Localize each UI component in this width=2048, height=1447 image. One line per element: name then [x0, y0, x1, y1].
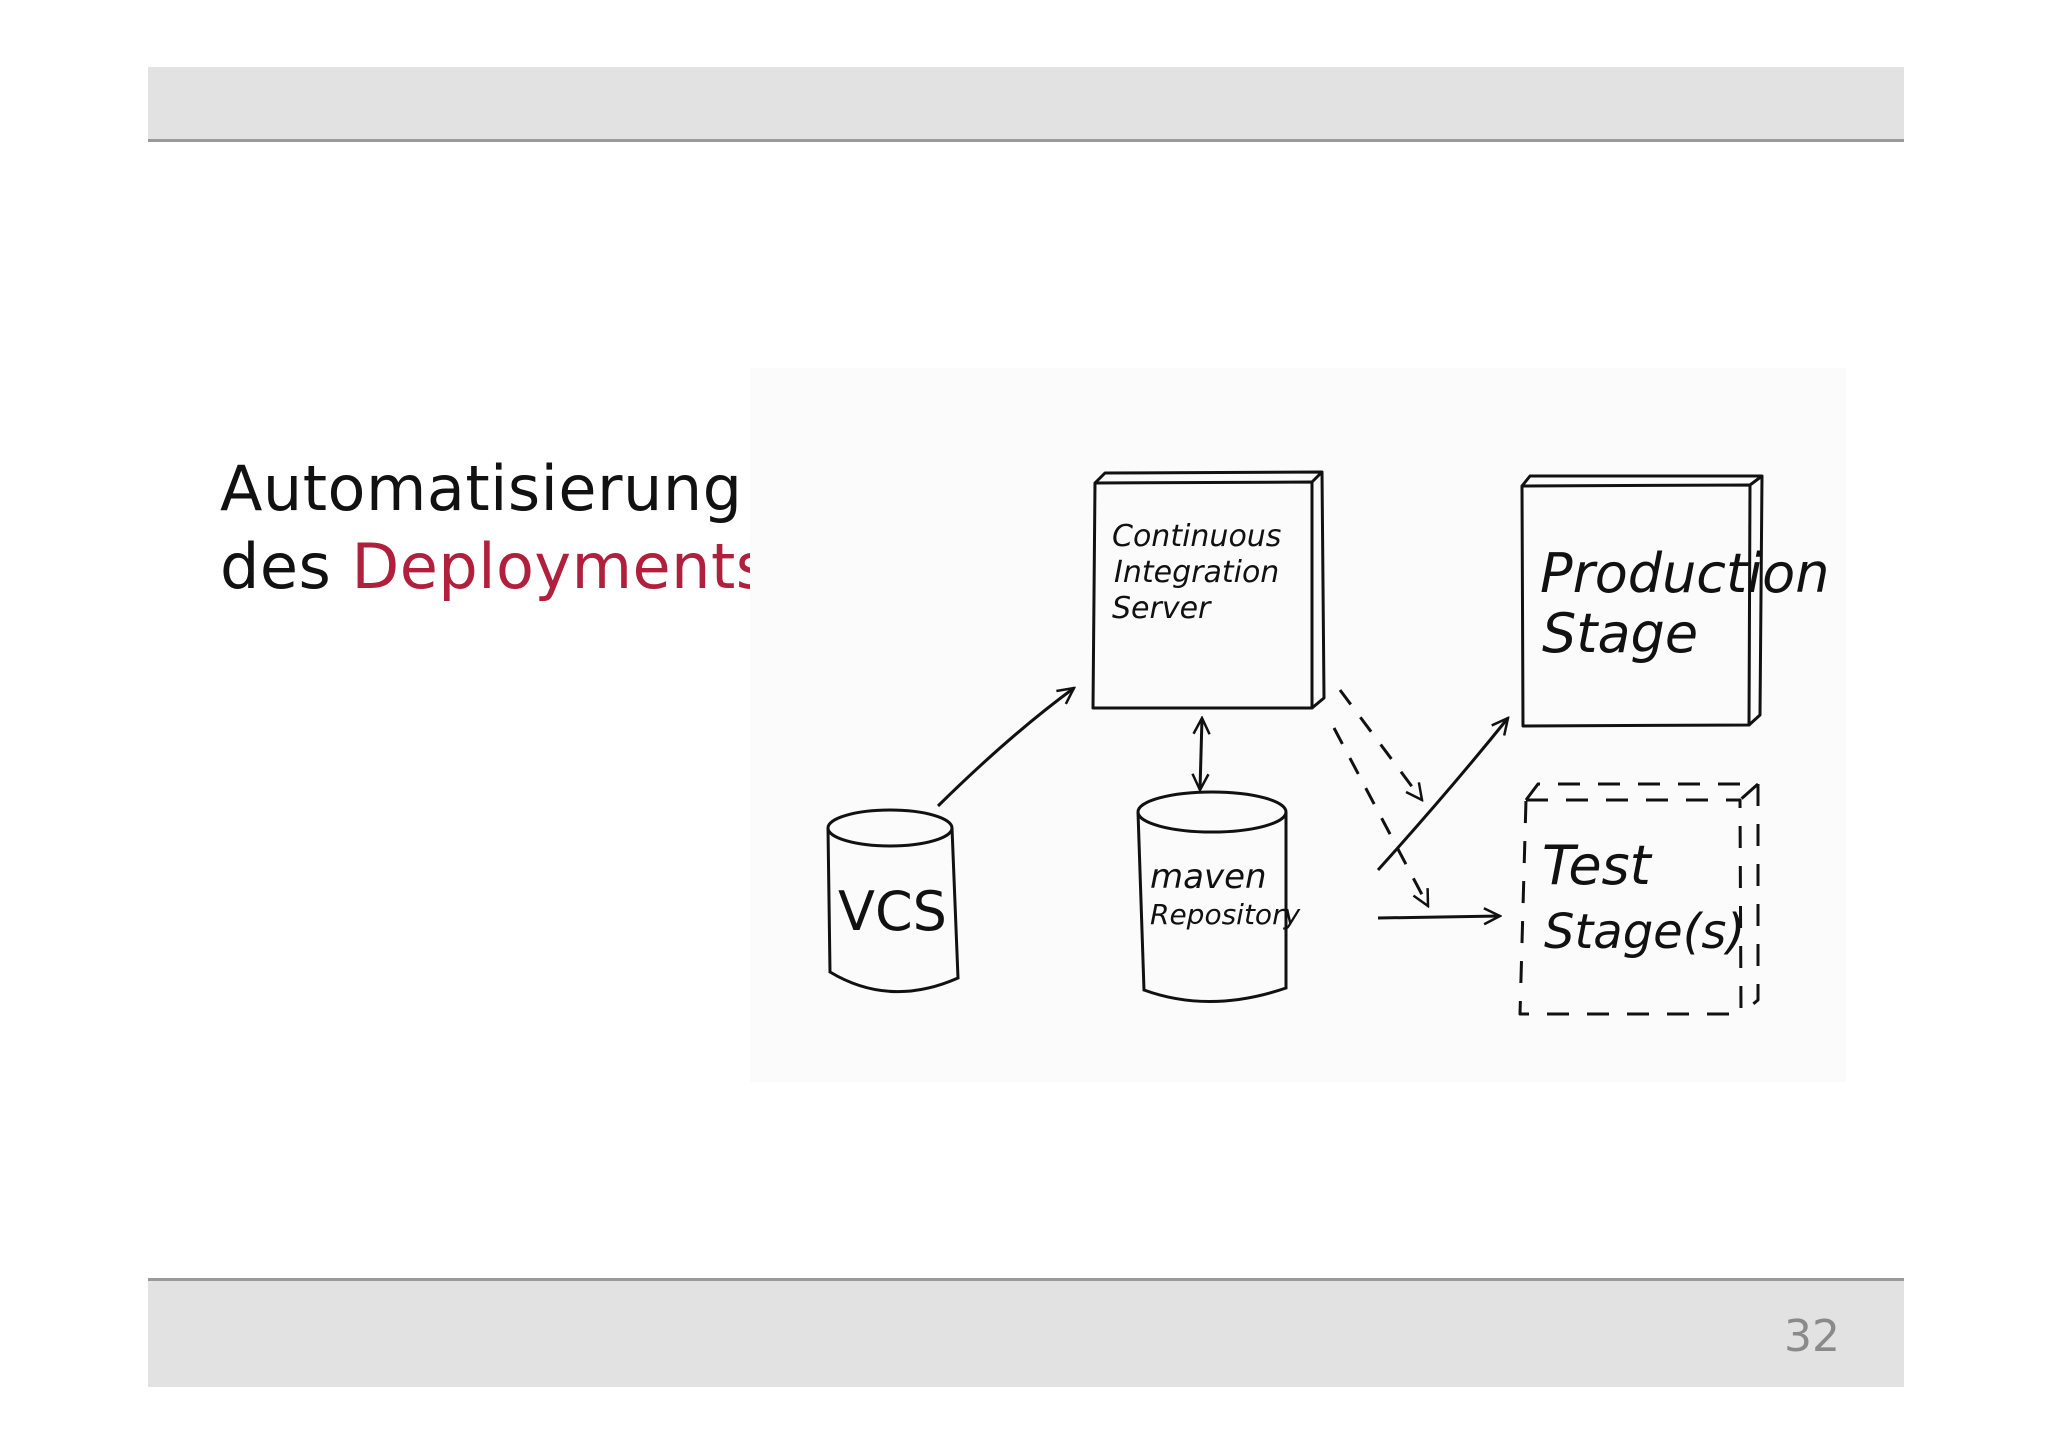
- title-line-2: des Deployments: [220, 528, 769, 606]
- vcs-label: VCS: [838, 880, 947, 943]
- test-stage-box: [1518, 782, 1760, 1016]
- title-line-1: Automatisierung: [220, 452, 743, 525]
- header-bar: [148, 67, 1904, 142]
- page-number: 32: [1784, 1311, 1840, 1362]
- ci-to-test-dashed-arrow-upper: [1338, 689, 1422, 800]
- title-prefix: des: [220, 530, 332, 603]
- production-stage-label-1: Production: [1540, 542, 1829, 605]
- ci-server-label-1: Continuous: [1112, 519, 1281, 554]
- ci-to-test-dashed-arrow-lower: [1332, 727, 1430, 906]
- production-stage-label-2: Stage: [1542, 602, 1698, 665]
- ci-maven-bidirectional-arrow: [1200, 718, 1202, 790]
- ci-server-label-3: Server: [1112, 591, 1212, 626]
- maven-label-2: Repository: [1150, 898, 1301, 931]
- maven-label-1: maven: [1150, 857, 1267, 897]
- test-stage-label-1: Test: [1542, 834, 1653, 897]
- test-stage-label-2: Stage(s): [1544, 904, 1745, 960]
- footer-bar: 32: [148, 1278, 1904, 1387]
- maven-repository-cylinder: [1136, 790, 1288, 1004]
- to-test-arrow: [1377, 916, 1500, 918]
- vcs-to-ci-arrow: [936, 688, 1074, 808]
- production-stage-box: [1520, 474, 1764, 728]
- ci-server-box: [1091, 470, 1326, 710]
- vcs-cylinder: [826, 808, 960, 994]
- ci-server-label-2: Integration: [1114, 555, 1279, 590]
- to-production-arrow: [1376, 718, 1508, 872]
- slide-title: Automatisierung des Deployments: [220, 450, 769, 606]
- title-accent: Deployments: [351, 530, 769, 603]
